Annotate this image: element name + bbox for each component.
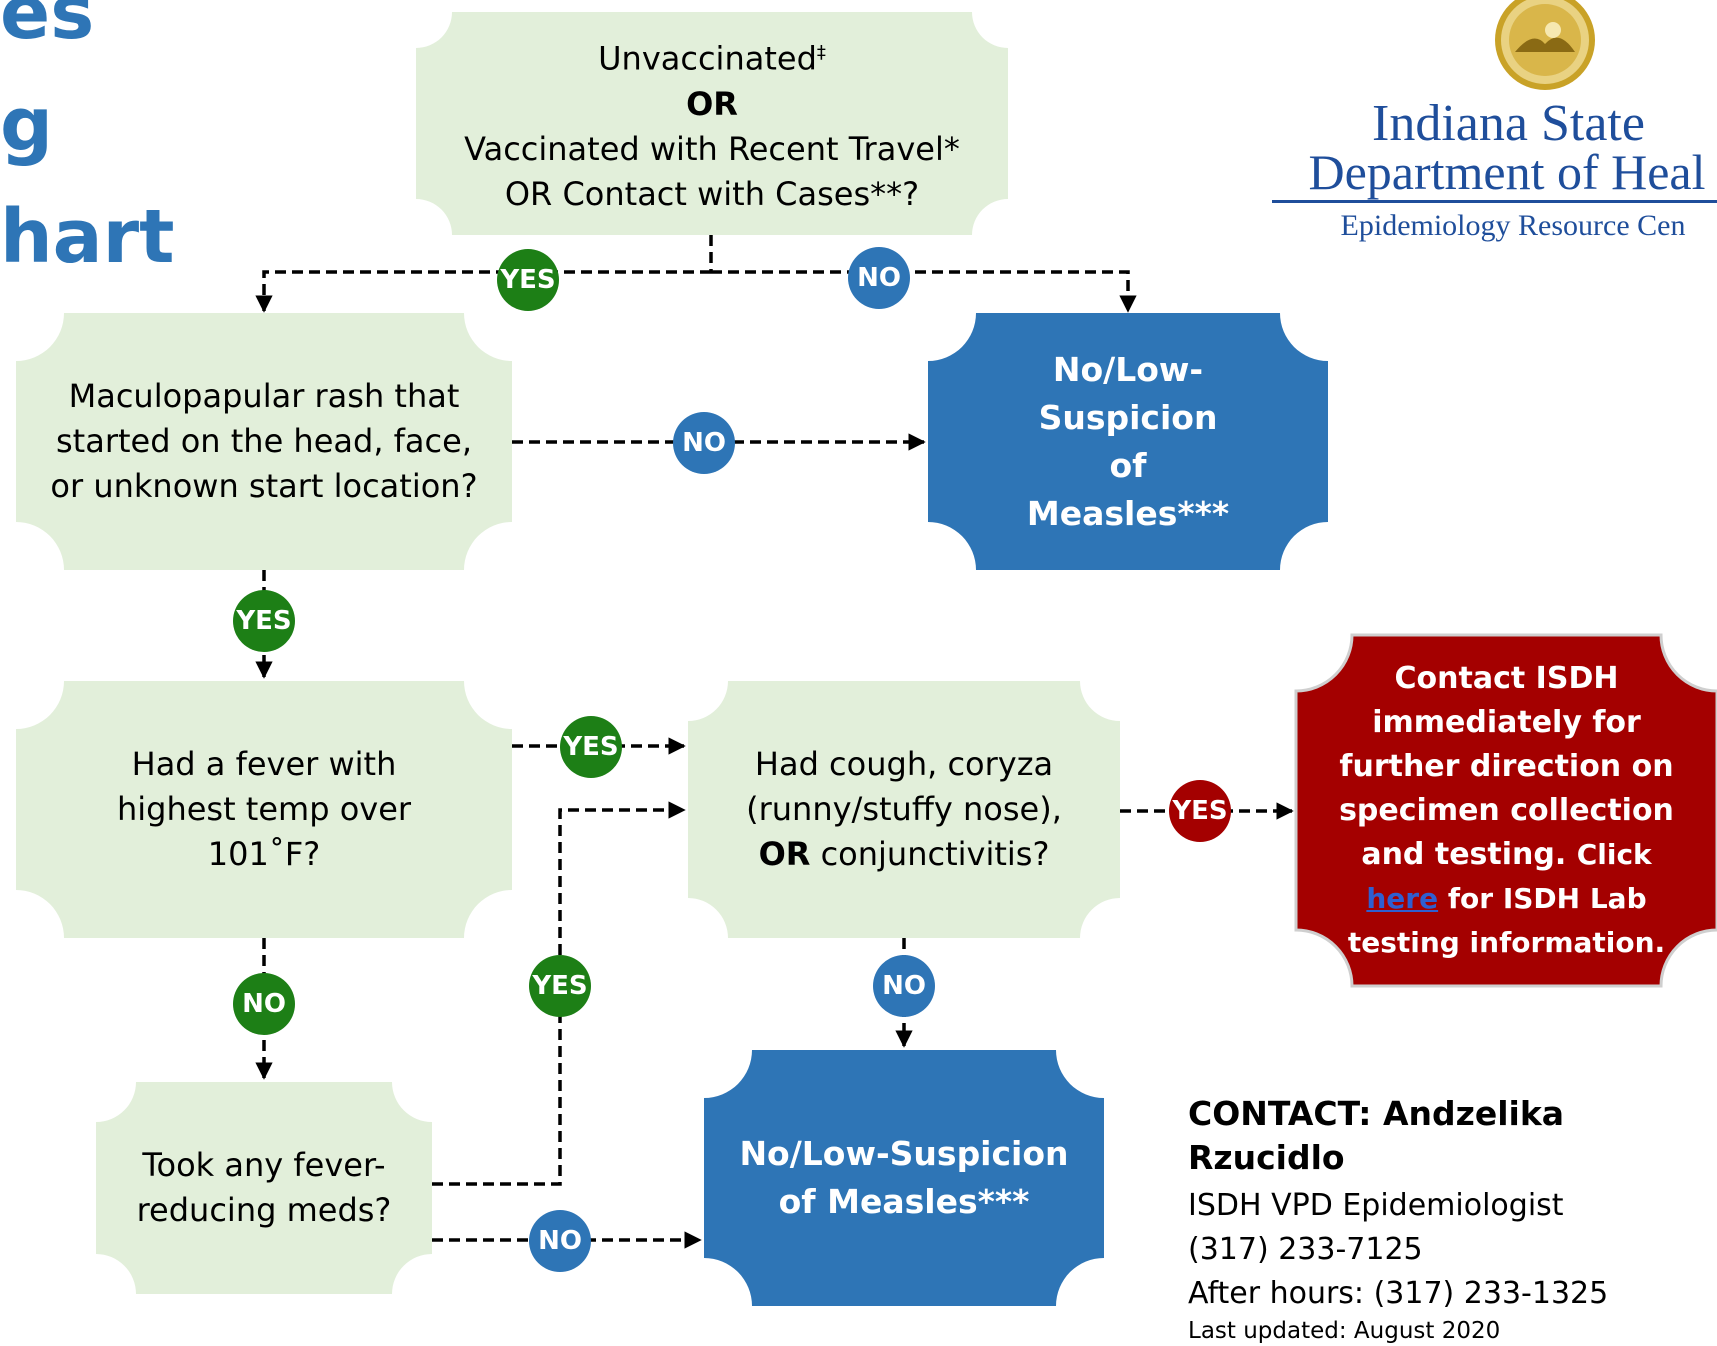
rash-question-text: Maculopapular rash that started on the h… [50,377,478,505]
fever-question-box: Had a fever with highest temp over 101˚F… [16,681,512,938]
logo-line-3: Epidemiology Resource Cen [1340,209,1686,242]
cough-question-text: Had cough, coryza (runny/stuffy nose), O… [746,745,1062,873]
no-badge-meds: NO [529,1210,591,1272]
logo-line-1: Indiana State [1372,95,1645,152]
logo-line-2: Department of Heal [1272,144,1717,203]
low1-shape [928,313,1328,570]
contact-phone: (317) 233-7125 [1188,1232,1423,1267]
yes-badge-start: YES [497,249,559,311]
yes-badge-cough: YES [1169,780,1231,842]
low-suspicion-text-2: No/Low-Suspicion of Measles*** [739,1134,1069,1221]
fever-question-text: Had a fever with highest temp over 101˚F… [116,745,412,873]
contact-isdh-text: Contact ISDH immediately for further dir… [1339,660,1674,959]
connector-start-to-rash [255,270,711,313]
last-updated: Last updated: August 2020 [1188,1318,1501,1344]
yes-badge-fever: YES [560,716,622,778]
no-badge-fever: NO [233,973,295,1035]
title-line-1: es [0,0,95,56]
meds-shape [96,1082,432,1294]
rash-shape [16,313,512,570]
title-line-2: g [0,82,53,168]
isdh-logo: Indiana State Department of Heal Epidemi… [1272,0,1717,260]
no-badge-cough: NO [873,955,935,1017]
start-line-4: OR Contact with Cases**? [504,174,920,213]
contact-isdh-shape [1294,633,1717,988]
flowchart-canvas [16,12,1717,1306]
meds-question-text: Took any fever-reducing meds? [136,1146,392,1229]
title-line-3: hart [0,194,175,280]
meds-question-box: Took any fever-reducing meds? [96,1082,432,1294]
yes-badge-rash: YES [233,590,295,652]
contact-info: CONTACT: Andzelika Rzucidlo ISDH VPD Epi… [1188,1092,1717,1346]
low2-shape [704,1050,1104,1306]
start-question-box: Unvaccinated‡ OR Vaccinated with Recent … [416,12,1008,235]
contact-role: ISDH VPD Epidemiologist [1188,1188,1564,1223]
yes-badge-meds: YES [529,955,591,1017]
start-line-3: Vaccinated with Recent Travel* [464,129,960,168]
isdh-lab-link[interactable]: here [1366,881,1439,915]
no-badge-start: NO [848,247,910,309]
contact-name: CONTACT: Andzelika Rzucidlo [1188,1094,1565,1177]
state-seal-icon [1495,0,1595,90]
contact-isdh-box: Contact ISDH immediately for further dir… [1296,635,1717,986]
start-line-1: Unvaccinated‡ [598,39,826,78]
start-line-2: OR [686,84,738,123]
contact-after-hours: After hours: (317) 233-1325 [1188,1276,1609,1311]
cough-shape [688,681,1120,938]
low-suspicion-box-2: No/Low-Suspicion of Measles*** [704,1050,1104,1306]
connector-start-to-low1 [711,270,1137,313]
low-suspicion-box-1: No/Low-Suspicion of Measles*** [928,313,1328,570]
fever-shape [16,681,512,938]
no-badge-rash: NO [673,412,735,474]
rash-question-box: Maculopapular rash that started on the h… [16,313,512,570]
cough-question-box: Had cough, coryza (runny/stuffy nose), O… [688,681,1120,938]
low-suspicion-text-1: No/Low-Suspicion of Measles*** [1026,349,1230,533]
start-shape [416,12,1008,235]
